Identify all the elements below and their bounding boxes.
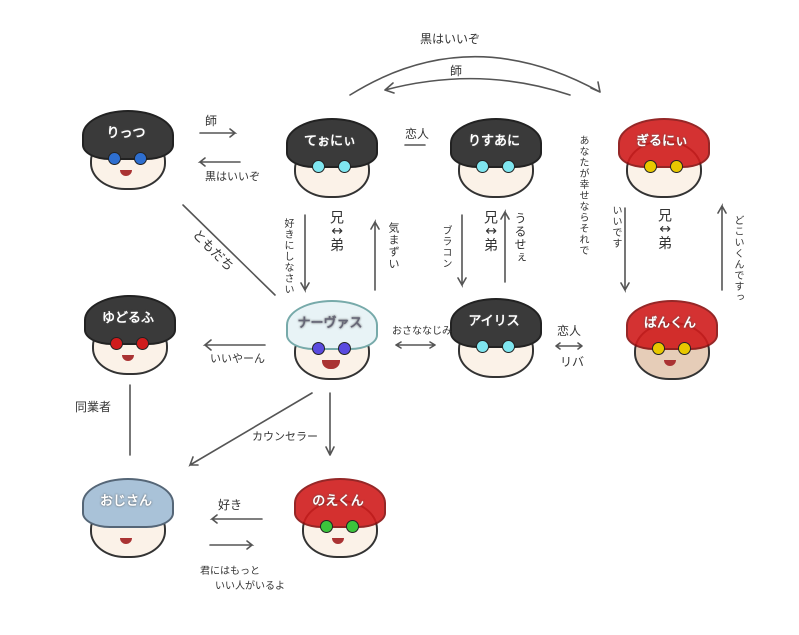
character-name: ばんくん (643, 316, 696, 331)
arrow-counselor-down (325, 392, 335, 456)
character-name: てぉにぃ (303, 134, 356, 149)
label-kimazui: 気まずい (387, 222, 400, 270)
character-name: おじさん (99, 494, 152, 509)
character-teonii: てぉにぃ (282, 118, 378, 198)
label-anata: あなたが幸せならそれで (577, 135, 588, 256)
label-riba: リバ (560, 355, 585, 369)
label-kuro-top: 黒はいいぞ (420, 32, 481, 46)
character-name: ゆどるふ (101, 311, 154, 326)
character-name: ナーヴァス (297, 316, 363, 331)
arrow-up-3 (717, 202, 727, 291)
label-koibito-2: 恋人 (557, 324, 582, 338)
arrow-kimi (209, 540, 255, 550)
arrow-down-3 (620, 207, 630, 294)
character-airisu: アイリス (446, 298, 542, 378)
character-center: ナーヴァス (282, 300, 378, 380)
arrow-counselor-left (188, 392, 313, 467)
arrow-koibito2 (555, 342, 583, 350)
character-name: のえくん (312, 494, 364, 509)
label-kuro-left: 黒はいいぞ (205, 170, 260, 183)
character-ojisan: おじさん (78, 478, 174, 558)
label-kyodai-2: 兄↕弟 (482, 210, 498, 253)
character-risuani: りすあに (446, 118, 542, 198)
character-rittsu: りっつ (78, 110, 174, 190)
character-girunii: ぎるにぃ (614, 118, 710, 198)
label-osananajimi: おさななじみ (392, 326, 452, 337)
arrow-kuro-left (197, 157, 241, 167)
character-name: りっつ (106, 126, 146, 141)
arrow-shi-left (199, 128, 238, 138)
arrow-up-2 (500, 208, 510, 283)
label-iiyatsu: いいやーん (210, 352, 265, 365)
character-name: アイリス (468, 314, 520, 329)
label-koibito-1: 恋人 (405, 127, 430, 141)
arrow-iiyatsu (202, 339, 266, 351)
character-name: りすあに (467, 134, 520, 149)
label-dogyosha: 同業者 (75, 400, 112, 414)
arrow-suki (209, 514, 263, 524)
label-kyodai-3: 兄↕弟 (656, 208, 672, 251)
label-sukini: 好きにしなさい (282, 218, 293, 295)
label-kimi: 君にはもっと (200, 566, 260, 577)
label-counselor: カウンセラー (252, 430, 318, 443)
label-iihito: いい人がいるよ (215, 581, 285, 592)
label-burakon: ブラコン (440, 225, 451, 269)
arrow-osananajimi (395, 341, 436, 349)
label-shi-top: 師 (450, 64, 463, 78)
arrow-up-1 (370, 218, 380, 291)
label-suki: 好き (218, 498, 243, 512)
arrow-shi-top (384, 77, 571, 96)
arrow-kuro-top (349, 55, 601, 96)
label-kyodai-1: 兄↕弟 (328, 210, 344, 253)
label-urusee: うるせぇ (513, 212, 527, 264)
label-shi-left: 師 (205, 114, 218, 128)
arrow-down-2 (457, 214, 467, 289)
label-dokoiku: どこいくんですっ (732, 215, 743, 303)
arrow-down-1 (300, 214, 310, 294)
character-noekun: のえくん (290, 478, 386, 558)
character-yudorufu: ゆどるふ (80, 295, 176, 375)
character-name: ぎるにぃ (635, 134, 688, 149)
line-tomodachi (182, 204, 276, 296)
label-iidesu: いいです (610, 205, 621, 249)
character-bankun: ばんくん (622, 300, 718, 380)
